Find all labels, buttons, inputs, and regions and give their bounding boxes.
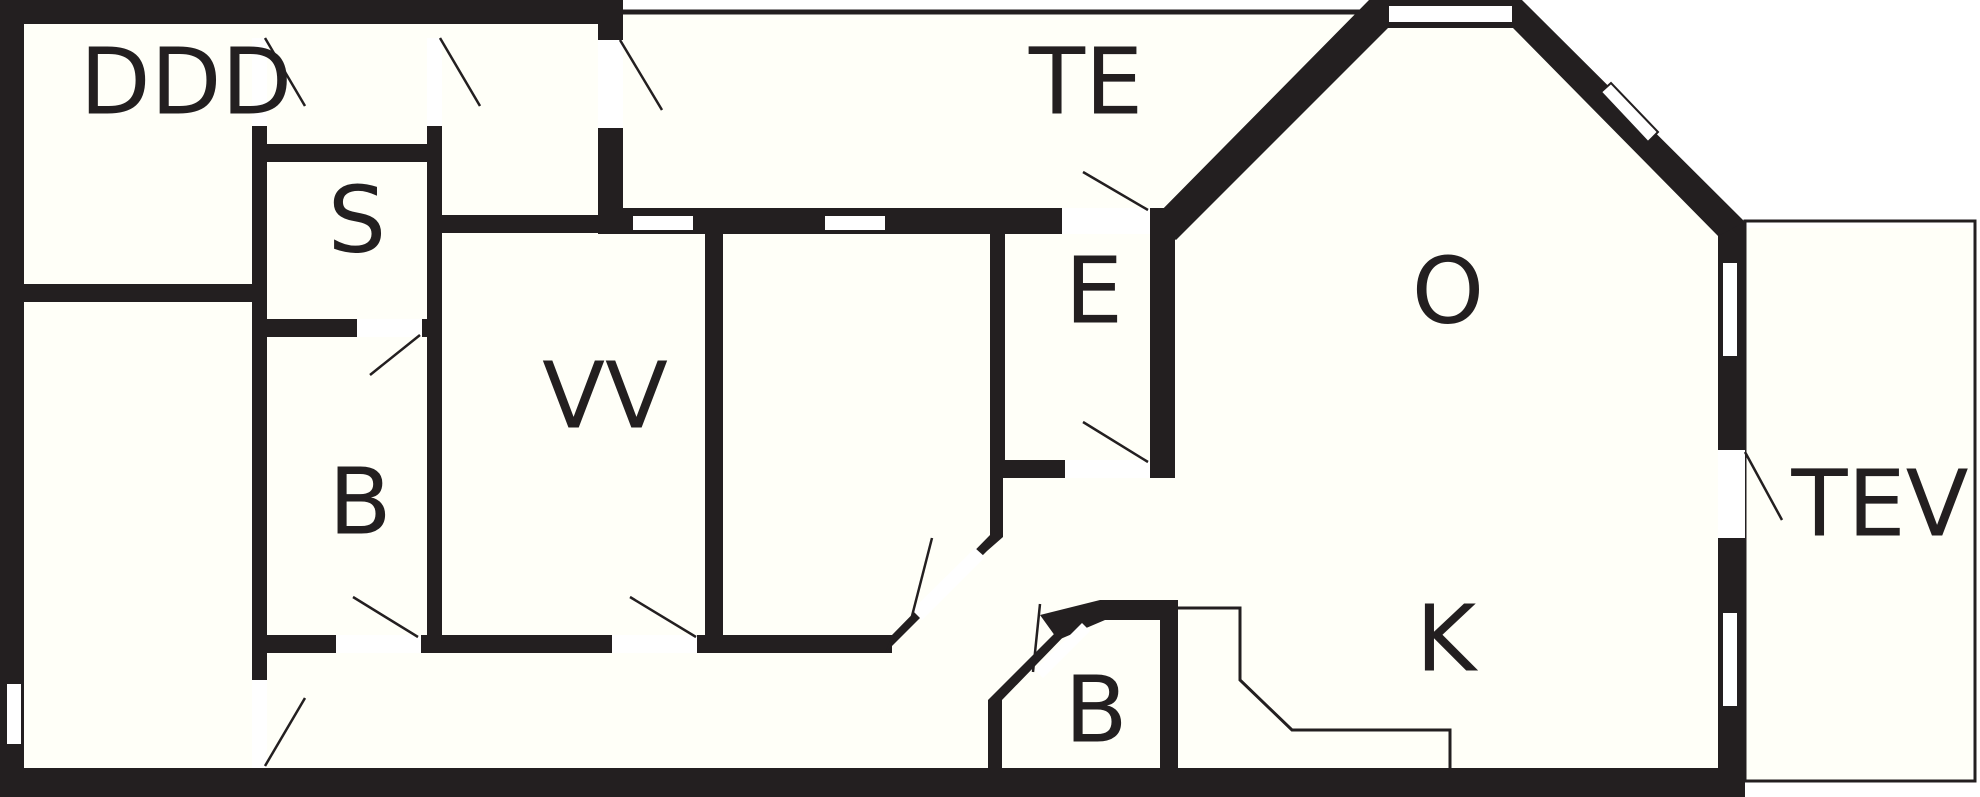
windows [5, 4, 1739, 746]
door-openings [252, 38, 1745, 768]
room-labels: DDD S B VV TE E O TEV K B [80, 28, 1969, 763]
interior-walls [22, 120, 1977, 783]
room-label-te: TE [1028, 28, 1143, 135]
window [1721, 261, 1739, 358]
room-label-e: E [1065, 237, 1123, 344]
room-label-b: B [328, 448, 391, 555]
room-label-vv: VV [542, 342, 668, 449]
window [5, 682, 23, 746]
room-label-ddd: DDD [80, 28, 293, 135]
room-label-k: K [1416, 585, 1479, 692]
window [1387, 4, 1514, 24]
window [631, 214, 695, 232]
room-label-o: O [1412, 237, 1484, 344]
window [823, 214, 887, 232]
window [1599, 81, 1660, 144]
room-label-tev: TEV [1790, 450, 1968, 557]
room-label-s: S [328, 166, 386, 273]
floor-fills [22, 12, 1972, 780]
door-swings [263, 37, 1784, 767]
window [1721, 611, 1739, 708]
room-label-b: B [1064, 656, 1127, 763]
